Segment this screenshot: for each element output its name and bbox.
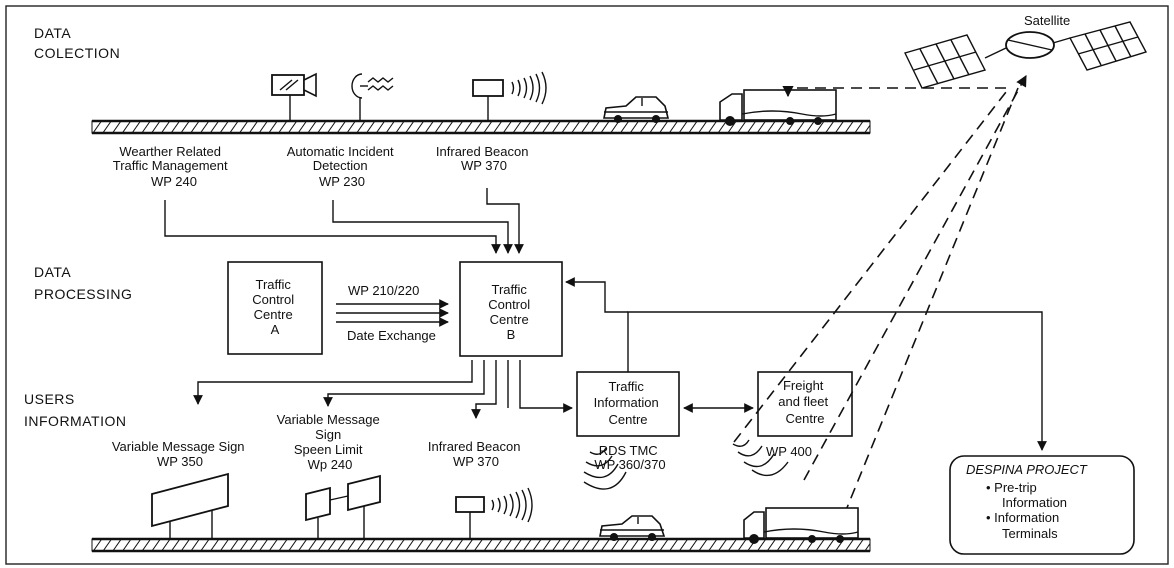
truck-icon-bottom bbox=[744, 508, 858, 544]
incident-detection-label: Automatic Incident Detection WP 230 bbox=[287, 144, 398, 189]
car-icon-bottom bbox=[600, 516, 664, 541]
rds-tmc-label: RDS TMC WP 360/370 bbox=[594, 443, 665, 472]
car-icon-top bbox=[604, 97, 668, 123]
truck-icon-top bbox=[720, 90, 836, 126]
satellite-label: Satellite bbox=[1024, 13, 1070, 28]
infrared-beacon-top-label: Infrared Beacon WP 370 bbox=[436, 144, 532, 173]
speed-limit-sign-label: Variable Message Sign Speen Limit Wp 240 bbox=[277, 412, 384, 472]
infrared-beacon-icon-bottom bbox=[456, 488, 532, 539]
incident-detector-icon bbox=[352, 74, 393, 121]
speed-limit-sign-icon bbox=[306, 476, 380, 539]
section-data-collection: DATA COLECTION bbox=[34, 25, 120, 61]
infrared-beacon-bottom-label: Infrared Beacon WP 370 bbox=[428, 439, 524, 469]
variable-message-sign-label: Variable Message Sign WP 350 bbox=[112, 439, 248, 469]
data-exchange-wp-label: WP 210/220 bbox=[348, 283, 419, 298]
weather-camera-icon bbox=[272, 74, 316, 121]
data-exchange-label: Date Exchange bbox=[347, 328, 436, 343]
section-data-processing: DATA PROCESSING bbox=[34, 264, 132, 302]
weather-traffic-label: Wearther Related Traffic Management WP 2… bbox=[113, 144, 232, 189]
freight-fleet-centre-label: Freight and fleet Centre bbox=[778, 378, 832, 426]
upper-road bbox=[92, 121, 870, 133]
infrared-beacon-icon-top bbox=[473, 72, 546, 121]
section-users-information: USERS INFORMATION bbox=[24, 391, 126, 429]
variable-message-sign-icon bbox=[152, 474, 228, 539]
despina-project-title: DESPINA PROJECT bbox=[966, 462, 1088, 477]
